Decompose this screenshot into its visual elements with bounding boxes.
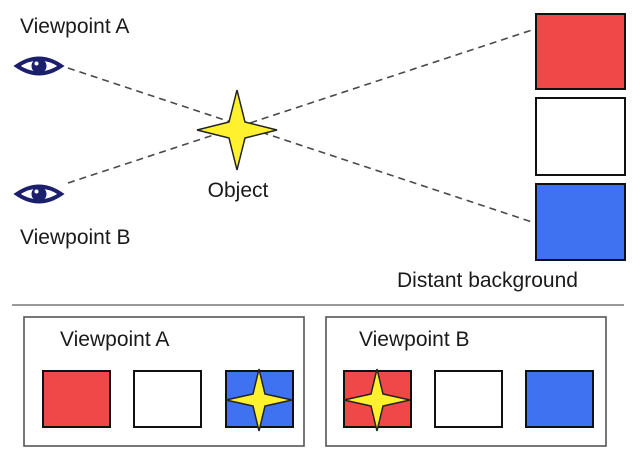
panel-a-red-square [42, 370, 111, 428]
panel-b-white-square [434, 370, 503, 428]
star-icon [196, 89, 278, 171]
background-red-square [535, 13, 626, 90]
eye-icon [13, 184, 65, 204]
top-section: Viewpoint A Viewpoint B Object Distant b… [13, 13, 626, 292]
object-label: Object [208, 179, 269, 202]
viewpoint-b-label: Viewpoint B [20, 226, 131, 249]
panel-a-label: Viewpoint A [60, 328, 169, 351]
star-icon [343, 368, 411, 432]
panel-viewpoint-b: Viewpoint B [325, 316, 607, 447]
eye-icon [13, 56, 65, 76]
panel-a-white-square [133, 370, 202, 428]
viewpoint-a-label: Viewpoint A [20, 15, 129, 38]
star-icon [225, 368, 293, 432]
bottom-section: Viewpoint A Viewpoint B [23, 316, 607, 447]
panel-b-label: Viewpoint B [359, 328, 470, 351]
background-label: Distant background [397, 269, 578, 292]
sightline-a [67, 67, 533, 223]
panel-viewpoint-a: Viewpoint A [23, 316, 305, 447]
background-blue-square [535, 183, 626, 261]
sightline-b [67, 29, 533, 184]
background-white-square [535, 97, 626, 176]
panel-b-blue-square [525, 370, 594, 428]
